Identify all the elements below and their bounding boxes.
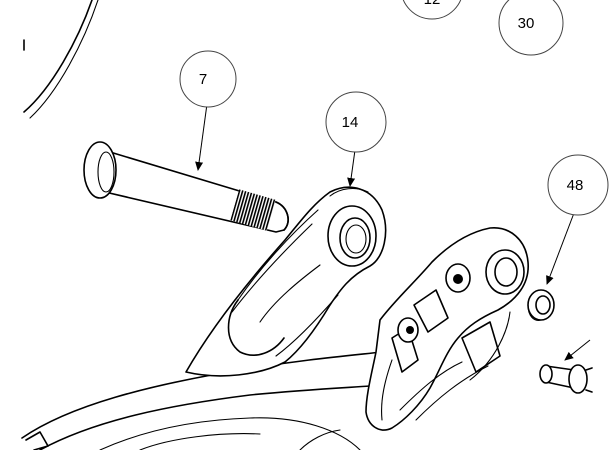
callout-7-label: 7	[199, 71, 207, 88]
callout-14: 14	[325, 91, 387, 153]
small-pin-icon	[539, 364, 593, 394]
callout-12-label: 12	[424, 0, 441, 8]
washer-icon	[527, 289, 555, 321]
pivot-pin-icon	[83, 141, 289, 233]
callout-48-label: 48	[567, 177, 584, 194]
rear-bracket-icon	[365, 227, 529, 431]
callout-48: 48	[547, 154, 609, 216]
frame-tube-outline	[23, 0, 99, 119]
leader-lines	[195, 103, 591, 361]
link-arm-icon	[185, 186, 387, 377]
callout-30-label: 30	[518, 15, 535, 32]
callout-7: 7	[179, 50, 237, 108]
callout-30: 30	[498, 0, 564, 56]
callout-12: 12	[402, 0, 462, 20]
callout-14-label: 14	[342, 114, 359, 131]
